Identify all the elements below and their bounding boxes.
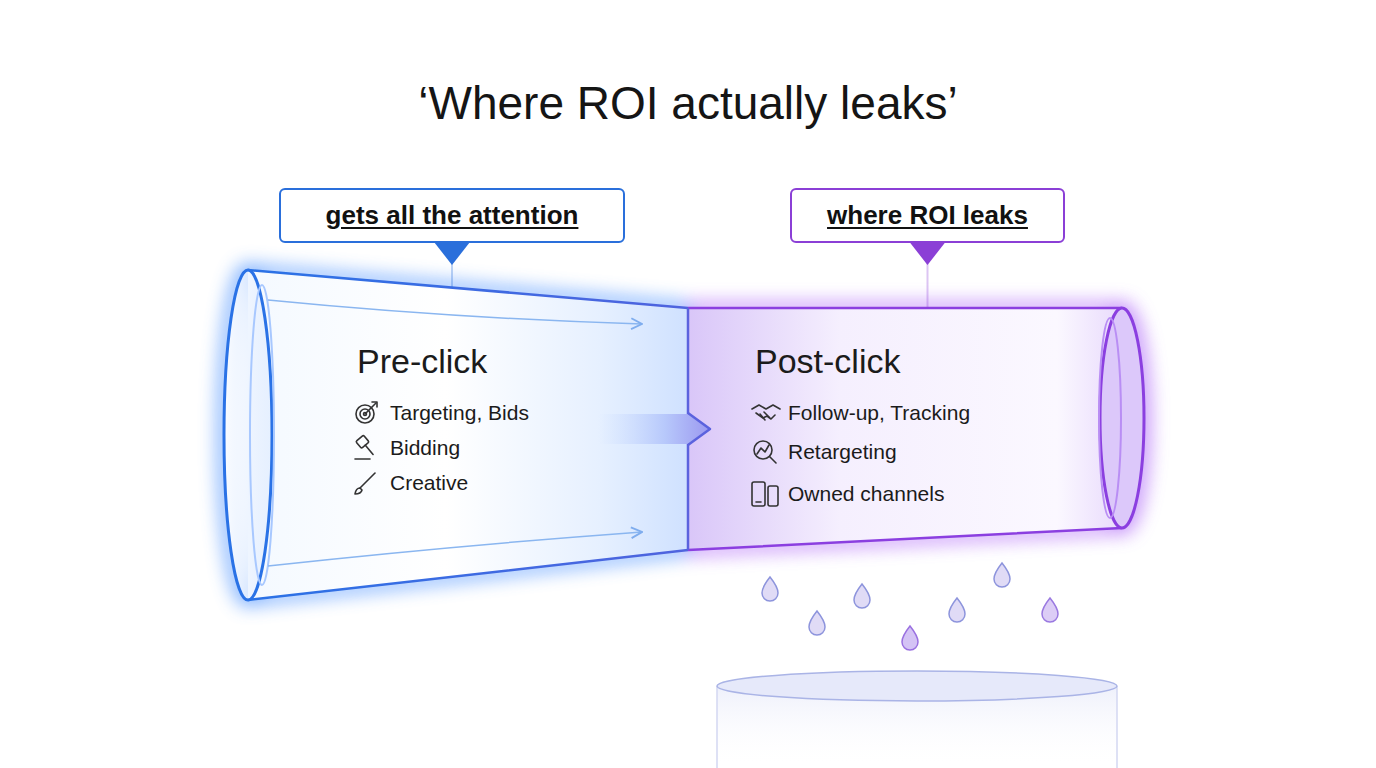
drip-streak bbox=[1049, 552, 1052, 599]
pipe-end bbox=[1100, 308, 1144, 528]
drip-streak bbox=[1001, 552, 1004, 564]
callout-box: gets all the attention bbox=[279, 188, 625, 243]
pipe-section: Pre-clickTargeting, BidsBiddingCreative bbox=[248, 270, 688, 600]
flow-band bbox=[598, 414, 710, 444]
handshake-icon bbox=[752, 405, 780, 420]
pipe-outline bbox=[688, 306, 1122, 552]
icon-part bbox=[360, 473, 375, 488]
icon-part bbox=[365, 403, 376, 414]
flow-arrow bbox=[268, 300, 642, 324]
icon-part bbox=[364, 413, 367, 416]
leak-drop bbox=[1042, 598, 1058, 622]
drip-streak bbox=[861, 552, 864, 585]
icons bbox=[355, 402, 780, 506]
pipe-wall bbox=[248, 270, 688, 600]
drip-streak bbox=[816, 552, 819, 612]
pipe-rim bbox=[250, 285, 274, 585]
collection-bucket bbox=[717, 671, 1117, 768]
leak-drop bbox=[854, 584, 870, 608]
flow-chevron bbox=[688, 413, 710, 445]
callout-box: where ROI leaks bbox=[790, 188, 1065, 243]
icon-part bbox=[760, 412, 769, 420]
drip-streak bbox=[769, 552, 772, 578]
brush-icon bbox=[355, 473, 375, 494]
diagram-title: ‘Where ROI actually leaks’ bbox=[0, 76, 1376, 131]
bucket-side bbox=[716, 686, 718, 768]
section-item: Owned channels bbox=[788, 482, 944, 506]
icon-part bbox=[770, 457, 777, 464]
icon-part bbox=[356, 405, 374, 423]
connector bbox=[434, 242, 470, 288]
section-item: Retargeting bbox=[788, 440, 897, 464]
callout-label: where ROI leaks bbox=[827, 200, 1028, 231]
icon-part bbox=[756, 413, 775, 419]
leak-drop bbox=[994, 563, 1010, 587]
section-item: Bidding bbox=[390, 436, 460, 460]
section-item: Targeting, Bids bbox=[390, 401, 529, 425]
icon-part bbox=[372, 402, 377, 407]
section-divider bbox=[687, 308, 690, 550]
target-icon bbox=[356, 402, 377, 423]
pipe-wall bbox=[688, 308, 1122, 550]
analytics-icon bbox=[754, 441, 776, 463]
bucket-body bbox=[717, 686, 1117, 768]
leak-drop bbox=[762, 577, 778, 601]
pipe-section: Post-clickFollow-up, TrackingRetargeting… bbox=[688, 306, 1122, 552]
pipe-rim bbox=[1099, 318, 1121, 518]
gavel-base bbox=[355, 458, 370, 460]
leak-drips bbox=[762, 552, 1058, 650]
drops bbox=[762, 563, 1058, 650]
pipe-outline bbox=[248, 270, 688, 600]
section-heading: Post-click bbox=[755, 342, 900, 381]
pointer-head bbox=[910, 242, 946, 265]
icon-part bbox=[355, 488, 362, 494]
pointer-line bbox=[927, 243, 929, 308]
icon-part bbox=[752, 405, 780, 409]
icon-part bbox=[757, 445, 769, 454]
flow-arrow bbox=[268, 532, 642, 566]
pointer-head bbox=[434, 242, 470, 265]
leak-drop bbox=[949, 598, 965, 622]
icon-part bbox=[360, 409, 370, 419]
bucket-rim bbox=[717, 671, 1117, 701]
pipe-end bbox=[224, 270, 272, 600]
icon-part bbox=[756, 501, 761, 503]
drip-streak bbox=[956, 552, 959, 599]
pipe-glow bbox=[224, 270, 1144, 600]
connector bbox=[598, 413, 710, 445]
icon-part bbox=[356, 435, 369, 448]
section-heading: Pre-click bbox=[357, 342, 487, 381]
section-item: Follow-up, Tracking bbox=[788, 401, 970, 425]
drip-streak bbox=[909, 552, 912, 627]
post-glow bbox=[688, 308, 1122, 550]
pre-glow bbox=[248, 270, 688, 600]
pipe-body bbox=[248, 270, 688, 600]
gavel-icon bbox=[356, 435, 377, 458]
connector bbox=[910, 242, 946, 308]
leak-drop bbox=[809, 611, 825, 635]
icon-part bbox=[754, 441, 772, 459]
devices-icon bbox=[752, 482, 778, 506]
bucket-side bbox=[1116, 686, 1118, 768]
callout-label: gets all the attention bbox=[326, 200, 579, 231]
section-item: Creative bbox=[390, 471, 468, 495]
leak-drop bbox=[902, 626, 918, 650]
icon-part bbox=[752, 482, 765, 506]
icon-part bbox=[365, 445, 373, 454]
icon-part bbox=[768, 486, 778, 506]
pipe-body bbox=[688, 308, 1122, 550]
pointer-line bbox=[451, 243, 453, 288]
